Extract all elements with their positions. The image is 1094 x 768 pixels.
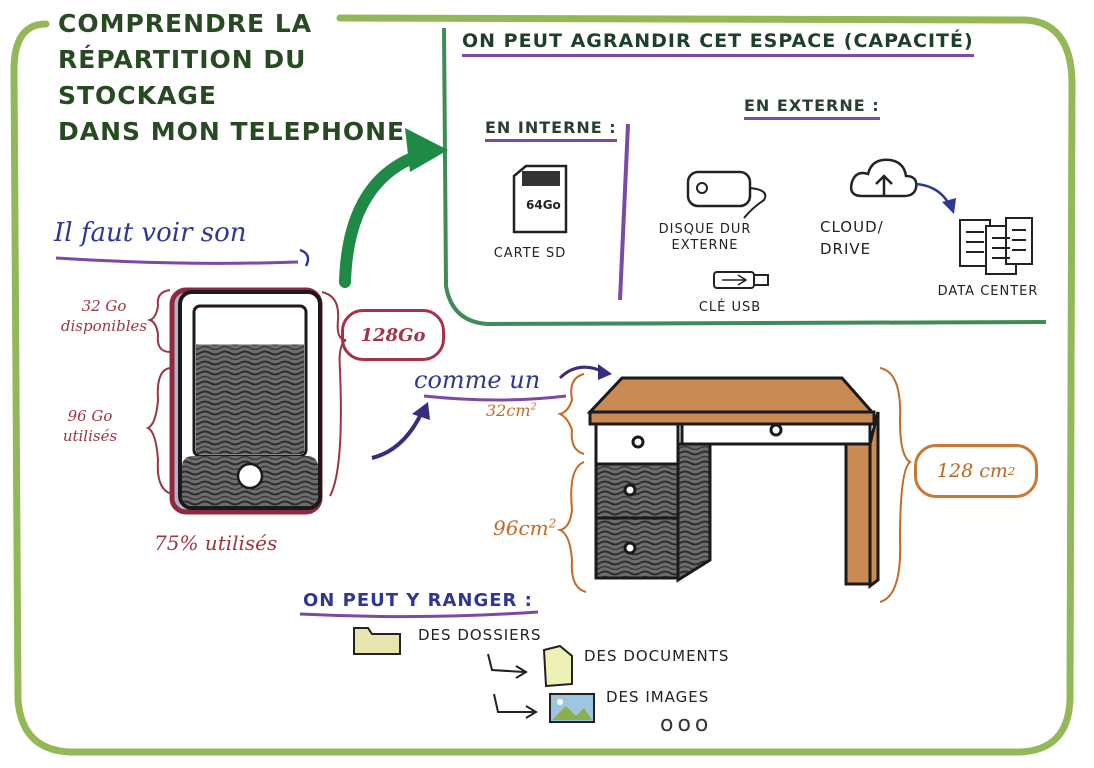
usb-icon xyxy=(713,271,769,289)
desk-capacity-value: 128 cm xyxy=(936,460,1008,482)
desk-used-value: 96cm xyxy=(493,516,549,540)
desk-intro: comme un xyxy=(414,366,541,394)
document-icon xyxy=(542,644,573,688)
used-value: 96 Go xyxy=(67,407,113,425)
phone-capacity-badge: 128Go xyxy=(341,309,445,361)
desk-drawing xyxy=(586,376,880,589)
phone-free-label: 32 Go disponibles xyxy=(54,296,154,336)
expand-heading: ON PEUT AGRANDIR CET ESPACE (CAPACITÉ) xyxy=(462,30,974,57)
cloud-label-line-1: CLOUD/ xyxy=(820,218,884,236)
title-line-3: DANS MON TELEPHONE xyxy=(58,117,406,146)
usb-label: CLÉ USB xyxy=(698,300,762,315)
image-icon xyxy=(549,693,595,723)
desk-used-unit-sup: 2 xyxy=(548,516,557,531)
free-word: disponibles xyxy=(60,317,148,335)
usage-percent: 75% utilisés xyxy=(154,531,278,555)
divider xyxy=(618,123,630,301)
internal-heading: EN INTERNE : xyxy=(485,118,617,142)
sd-card-icon xyxy=(512,164,568,234)
page-title: COMPRENDRE LA RÉPARTITION DU STOCKAGE DA… xyxy=(58,6,438,150)
free-value: 32 Go xyxy=(81,297,127,315)
documents-label: DES DOCUMENTS xyxy=(584,647,730,665)
desk-used-label: 96cm2 xyxy=(493,516,556,540)
outer-frame xyxy=(10,14,1076,756)
used-word: utilisés xyxy=(62,427,118,445)
datacenter-label: DATA CENTER xyxy=(937,284,1039,299)
phone-used-label: 96 Go utilisés xyxy=(40,406,140,446)
store-heading: ON PEUT Y RANGER : xyxy=(303,590,533,611)
comme-arrow xyxy=(558,365,605,380)
desk-free-unit-sup: 2 xyxy=(530,401,537,413)
phone-to-desk-arrow xyxy=(371,411,424,460)
green-arrow xyxy=(339,149,426,288)
desk-free-label: 32cm2 xyxy=(486,401,537,420)
images-label: DES IMAGES xyxy=(606,688,710,706)
hdd-icon xyxy=(686,170,767,219)
sd-capacity-text: 64Go xyxy=(526,198,561,212)
phone-drawing xyxy=(169,287,323,515)
cloud-label: CLOUD/ DRIVE xyxy=(820,216,906,260)
desk-capacity-unit-sup: 2 xyxy=(1007,464,1016,478)
datacenter-icon xyxy=(959,217,1033,275)
desk-free-value: 32cm xyxy=(486,401,531,420)
more-items-dots: ooo xyxy=(660,712,713,737)
external-heading: EN EXTERNE : xyxy=(744,96,880,120)
expand-box xyxy=(442,27,1047,327)
folders-label: DES DOSSIERS xyxy=(418,626,542,644)
title-line-1: COMPRENDRE LA xyxy=(58,9,313,38)
hdd-label: DISQUE DUR EXTERNE xyxy=(650,222,760,254)
hdd-label-line-1: DISQUE DUR xyxy=(658,222,752,237)
cloud-label-line-2: DRIVE xyxy=(820,240,872,258)
free-brace xyxy=(146,289,171,353)
cloud-upload-icon xyxy=(849,158,918,198)
phone-intro: Il faut voir son xyxy=(54,218,247,248)
title-line-2: RÉPARTITION DU STOCKAGE xyxy=(58,45,307,110)
folder-icon xyxy=(353,627,401,655)
used-brace xyxy=(145,367,173,495)
hdd-label-line-2: EXTERNE xyxy=(671,238,739,253)
sd-card-label: CARTE SD xyxy=(493,246,567,261)
